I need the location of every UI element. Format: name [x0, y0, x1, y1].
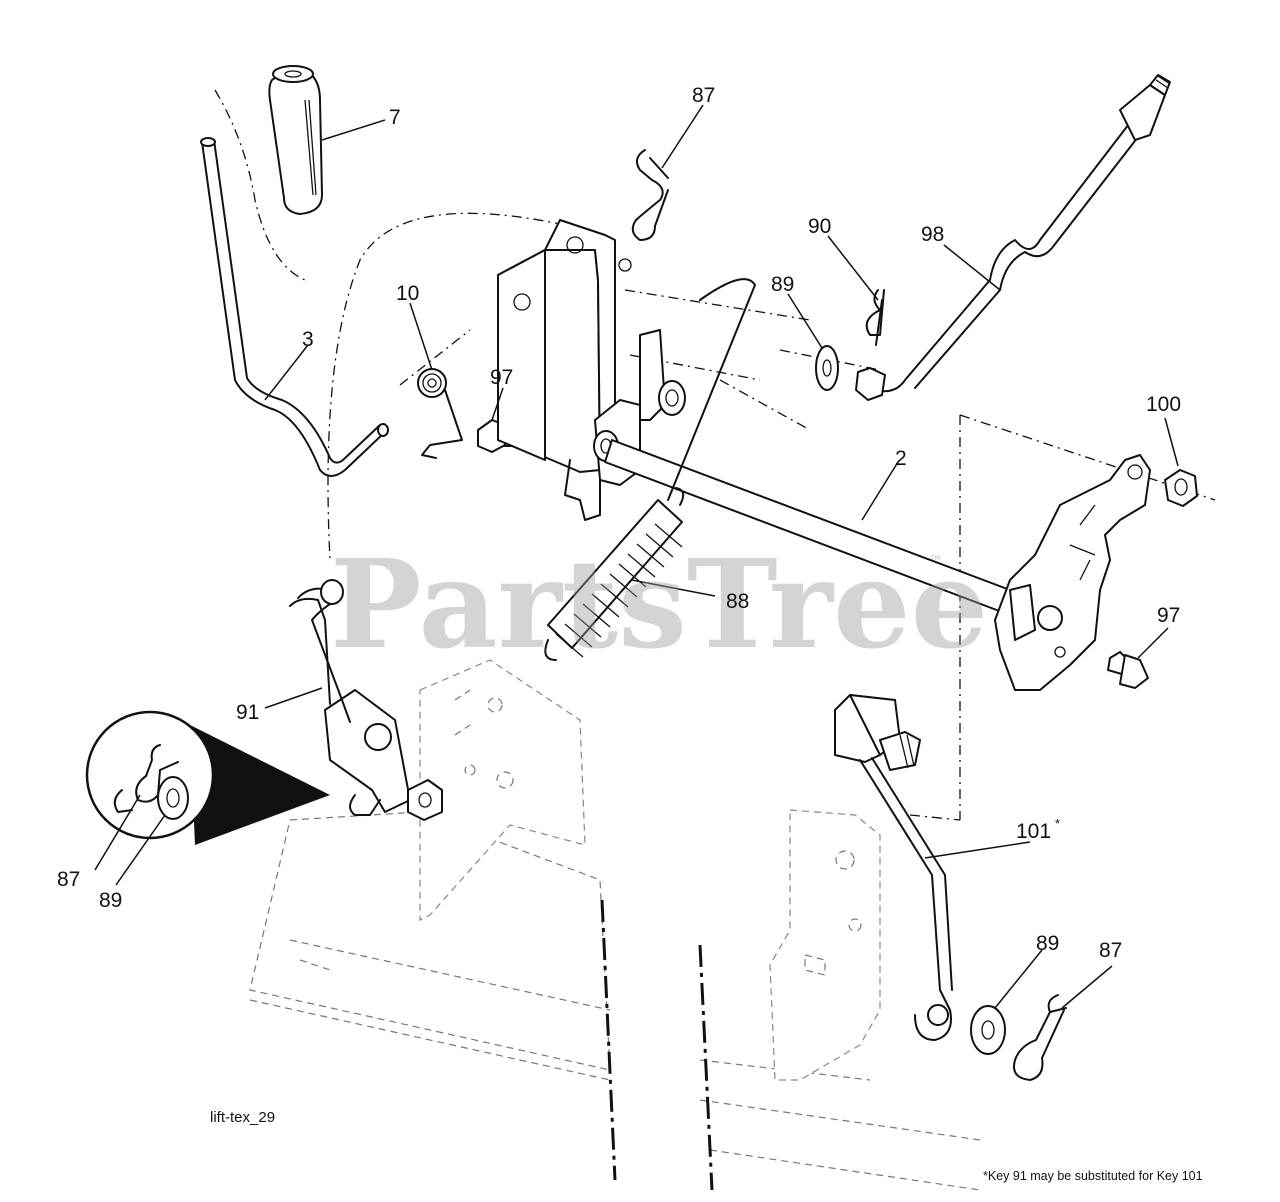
right-lift-arm	[994, 454, 1151, 691]
callout-3: 3	[302, 328, 314, 351]
leader-lines	[94, 104, 1179, 1009]
callout-89-top: 89	[771, 273, 794, 296]
lift-mount-bracket	[497, 219, 632, 521]
callout-90: 90	[808, 215, 831, 238]
extension-spring-88	[544, 487, 685, 661]
callout-89-inset: 89	[99, 889, 122, 912]
callout-87-top: 87	[692, 84, 715, 107]
spring-clip-90	[865, 289, 885, 346]
washer-89-top	[815, 345, 839, 391]
callout-100: 100	[1146, 393, 1181, 416]
lift-link-91	[289, 579, 443, 821]
watermark-trademark: ™	[930, 554, 941, 566]
link-rod-98	[855, 74, 1171, 401]
washer-89-bottom	[970, 1005, 1006, 1055]
footnote: *Key 91 may be substituted for Key 101	[983, 1169, 1203, 1183]
callout-2: 2	[895, 447, 907, 470]
callout-10: 10	[396, 282, 419, 305]
callout-98: 98	[921, 223, 944, 246]
callout-101: 101	[1016, 820, 1051, 843]
hair-pin-clip-87-bottom	[1013, 994, 1067, 1081]
watermark: PartsTree	[330, 532, 988, 676]
reference-lines	[600, 899, 714, 1191]
detail-inset	[85, 710, 330, 845]
callout-88: 88	[726, 590, 749, 613]
callout-97-right: 97	[1157, 604, 1180, 627]
torsion-spring-10	[417, 368, 463, 459]
handle-grip-7	[268, 65, 323, 215]
hair-pin-clip-87-top	[631, 149, 669, 241]
callout-101-asterisk: *	[1055, 816, 1060, 831]
callout-89-bottom: 89	[1036, 932, 1059, 955]
callout-91: 91	[236, 701, 259, 724]
callout-87-inset: 87	[57, 868, 80, 891]
lift-handle-rod-3	[200, 137, 389, 477]
shoulder-bolt-97-right	[1107, 651, 1149, 689]
figure-id: lift-tex_29	[210, 1109, 275, 1126]
nut-100	[1164, 469, 1198, 507]
callout-87-bottom: 87	[1099, 939, 1122, 962]
callout-7: 7	[389, 106, 401, 129]
lift-link-101	[834, 694, 953, 1041]
right-frame-bracket-ghost	[769, 809, 881, 1081]
left-frame-bracket-ghost	[419, 659, 586, 921]
callout-97-left: 97	[490, 366, 513, 389]
